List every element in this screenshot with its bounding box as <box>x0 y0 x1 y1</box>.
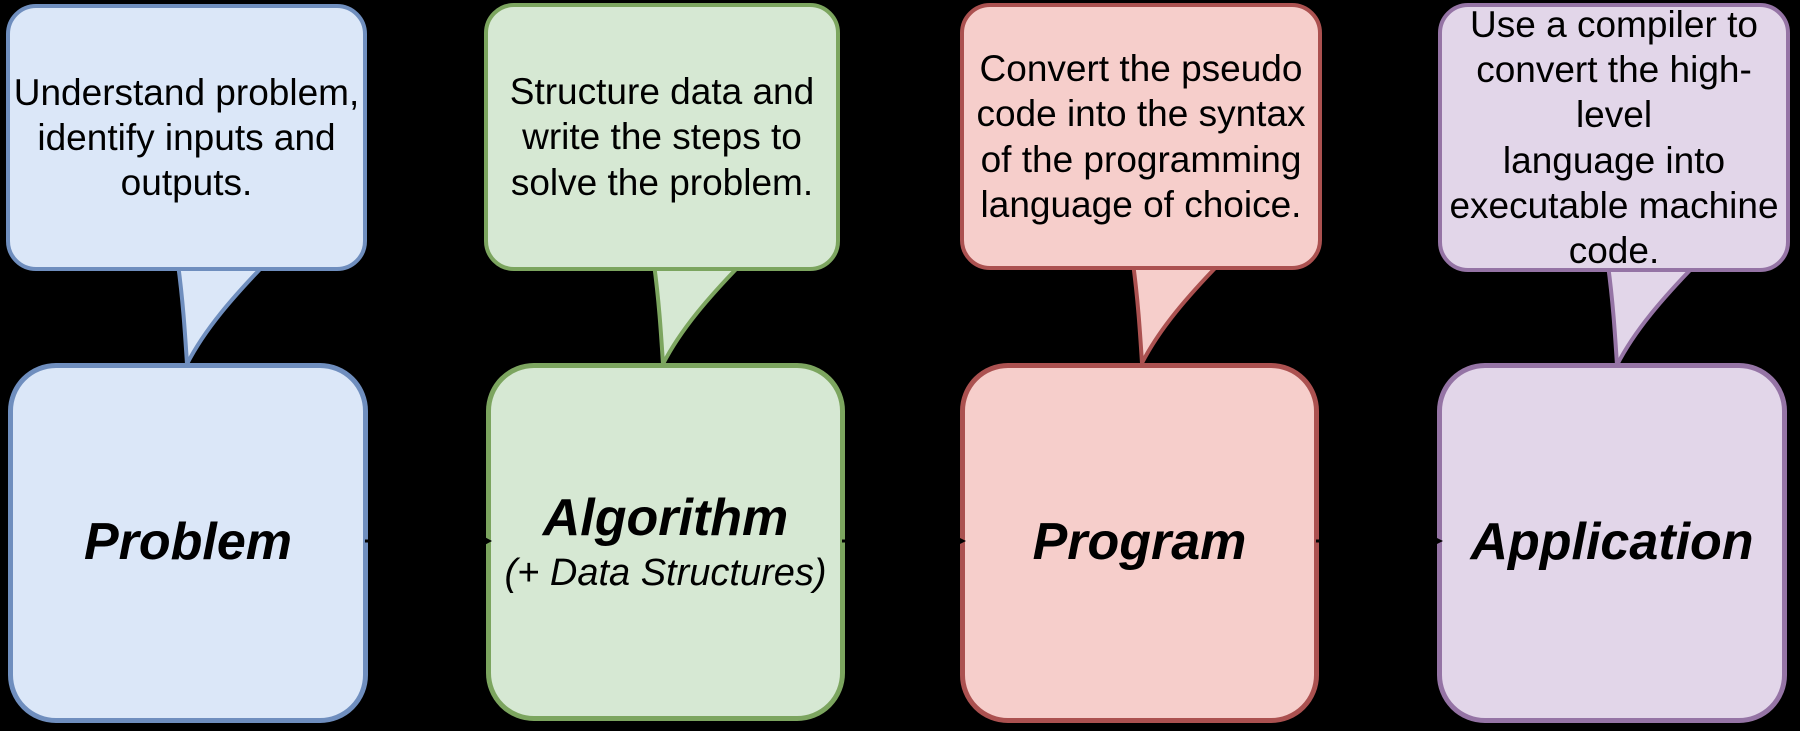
stage-box-application: Application <box>1437 363 1787 723</box>
callout-algorithm-text: Structure data and write the steps to so… <box>509 71 815 203</box>
stage-subtitle-algorithm: (+ Data Structures) <box>504 551 827 594</box>
stage-box-program: Program <box>960 363 1319 723</box>
stage-box-problem: Problem <box>8 363 368 723</box>
stage-box-algorithm: Algorithm (+ Data Structures) <box>486 363 845 721</box>
stage-title-problem: Problem <box>83 513 293 572</box>
stage-title-program: Program <box>1032 513 1247 572</box>
callout-program: Convert the pseudo code into the syntax … <box>960 3 1322 270</box>
callout-application: Use a compiler to convert the high-level… <box>1438 3 1790 272</box>
callout-tail-algorithm <box>652 262 743 366</box>
callout-tail-program <box>1131 261 1222 365</box>
callout-problem: Understand problem, identify inputs and … <box>6 4 367 271</box>
stage-title-algorithm: Algorithm <box>542 488 789 547</box>
callout-algorithm: Structure data and write the steps to so… <box>484 3 840 271</box>
callout-tail-problem <box>176 262 267 366</box>
connector-problem-to-algorithm <box>365 534 492 548</box>
callout-program-text: Convert the pseudo code into the syntax … <box>976 48 1306 225</box>
stage-title-application: Application <box>1470 513 1754 572</box>
callout-tail-application <box>1606 263 1697 367</box>
callout-application-text: Use a compiler to convert the high-level… <box>1449 4 1779 271</box>
callout-problem-text: Understand problem, identify inputs and … <box>13 71 360 204</box>
connector-program-to-application <box>1316 534 1443 548</box>
connector-algorithm-to-program <box>842 534 966 548</box>
